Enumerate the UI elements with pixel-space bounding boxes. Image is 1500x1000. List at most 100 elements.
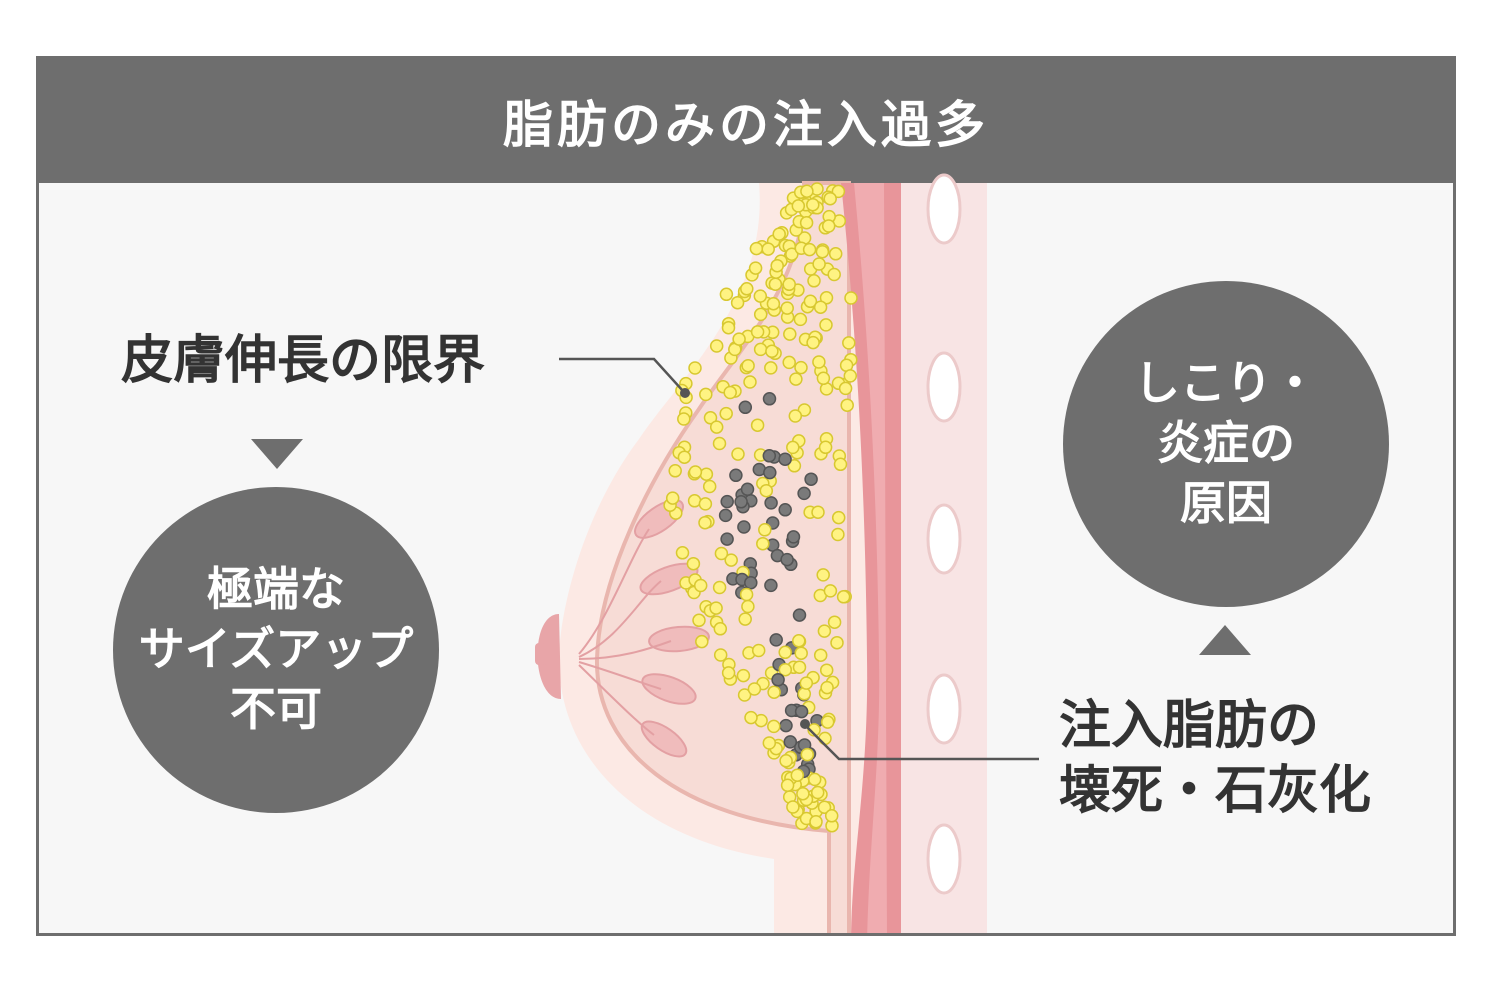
badge-line: 不可 — [230, 681, 322, 736]
fat-cell — [709, 601, 723, 615]
arrow-up-icon — [1199, 625, 1251, 655]
fat-cell — [807, 274, 821, 288]
fat-cell — [816, 371, 831, 386]
fat-cell — [807, 723, 821, 737]
gland-lobe — [648, 625, 710, 653]
gland-duct — [578, 580, 662, 658]
diagram-frame: 脂肪のみの注入過多 — [36, 56, 1456, 936]
badge-line: サイズアップ — [138, 622, 414, 677]
fat-cell — [800, 747, 815, 762]
gland-duct — [578, 661, 662, 690]
rib — [926, 823, 962, 895]
fat-cell — [778, 662, 793, 677]
fat-cell — [796, 786, 810, 801]
necrosis-calcification-label: 注入脂肪の 壊死・石灰化 — [1059, 694, 1371, 824]
fat-cell — [741, 599, 755, 614]
fat-cell — [817, 624, 832, 638]
ribs — [926, 173, 962, 895]
fat-cell — [693, 578, 708, 593]
breast-cross-section-illustration — [535, 173, 1039, 933]
necrotic-fat-cell — [792, 608, 807, 622]
fat-cell — [827, 267, 841, 282]
arrow-down-icon — [251, 439, 303, 469]
necrosis-leader-dot — [800, 719, 810, 729]
necrotic-fat-cell — [764, 496, 778, 510]
badge-line: 極端な — [207, 562, 345, 617]
necrotic-fat-cell — [763, 465, 777, 480]
fat-cell — [756, 536, 770, 551]
fat-cell — [780, 301, 794, 315]
fat-cell — [753, 342, 768, 357]
fat-cell — [813, 648, 828, 662]
fat-cell — [812, 257, 826, 271]
fat-cell — [761, 242, 775, 256]
necrotic-fat-cell — [804, 472, 818, 486]
fat-cell — [806, 335, 820, 350]
necrotic-fat-cell — [762, 392, 777, 406]
fat-cell — [699, 467, 714, 481]
fat-cell — [813, 300, 828, 314]
fat-cell — [790, 768, 805, 782]
fat-cell — [677, 412, 691, 426]
necrotic-fat-cell — [780, 552, 794, 567]
fat-cell — [819, 663, 834, 677]
fat-cell — [709, 420, 724, 434]
fat-cell — [797, 687, 812, 701]
fat-cell — [782, 277, 796, 292]
fat-cell — [764, 361, 778, 375]
fat-cell — [750, 418, 765, 432]
necrotic-fat-cell — [797, 486, 811, 501]
fat-cell — [762, 736, 777, 750]
fat-cell — [800, 184, 814, 198]
necrotic-fat-cell — [764, 578, 778, 593]
fat-cell — [688, 361, 702, 375]
necrotic-fat-cell — [729, 468, 743, 483]
fat-cell — [741, 358, 755, 373]
fat-cell — [730, 295, 745, 310]
fat-cell — [786, 440, 800, 455]
fat-cell — [803, 294, 818, 309]
necrotic-fat-cell — [740, 482, 755, 497]
pectoral-muscle-highlight — [854, 183, 887, 933]
necrosis-leader-line — [806, 726, 1039, 761]
skin-limit-label: 皮膚伸長の限界 — [121, 331, 486, 391]
fat-cell — [842, 336, 856, 350]
fat-cell — [823, 191, 837, 206]
fat-cell — [778, 645, 792, 660]
fat-cell — [794, 360, 808, 375]
fat-cell — [721, 320, 736, 335]
nipple-tip — [535, 643, 547, 665]
fat-cell — [766, 296, 781, 311]
fat-cell — [817, 800, 832, 814]
label-line: 注入脂肪の — [1059, 696, 1320, 756]
fat-cell — [838, 381, 853, 396]
fat-cell — [830, 635, 844, 650]
fat-cell — [818, 731, 832, 746]
fat-cell — [831, 510, 846, 525]
skin-limit-leader-dot — [680, 388, 690, 398]
fat-cell — [744, 710, 758, 725]
lump-inflammation-badge: しこり・ 炎症の 原因 — [1063, 281, 1389, 607]
fat-cell — [758, 523, 772, 537]
fat-cell — [807, 772, 822, 787]
fat-cell — [833, 457, 848, 472]
fat-cell — [719, 406, 733, 421]
fat-cell — [743, 375, 757, 389]
necrotic-fat-cell — [720, 494, 734, 509]
fat-cell — [819, 291, 834, 305]
fat-cell — [792, 634, 806, 648]
label-line: 壊死・石灰化 — [1059, 761, 1372, 821]
fat-cell — [703, 411, 718, 425]
fat-cell — [799, 676, 814, 690]
fat-cell — [843, 369, 858, 383]
fat-cell — [692, 613, 706, 628]
fat-cell — [713, 648, 728, 662]
fat-cell — [820, 715, 835, 729]
fat-cell — [811, 505, 825, 519]
fat-cell — [698, 497, 713, 511]
fat-cell — [815, 244, 830, 259]
necrotic-fat-cell — [737, 520, 751, 534]
fat-cell — [806, 197, 820, 212]
fat-cell — [844, 291, 858, 305]
fat-cell — [794, 646, 808, 660]
